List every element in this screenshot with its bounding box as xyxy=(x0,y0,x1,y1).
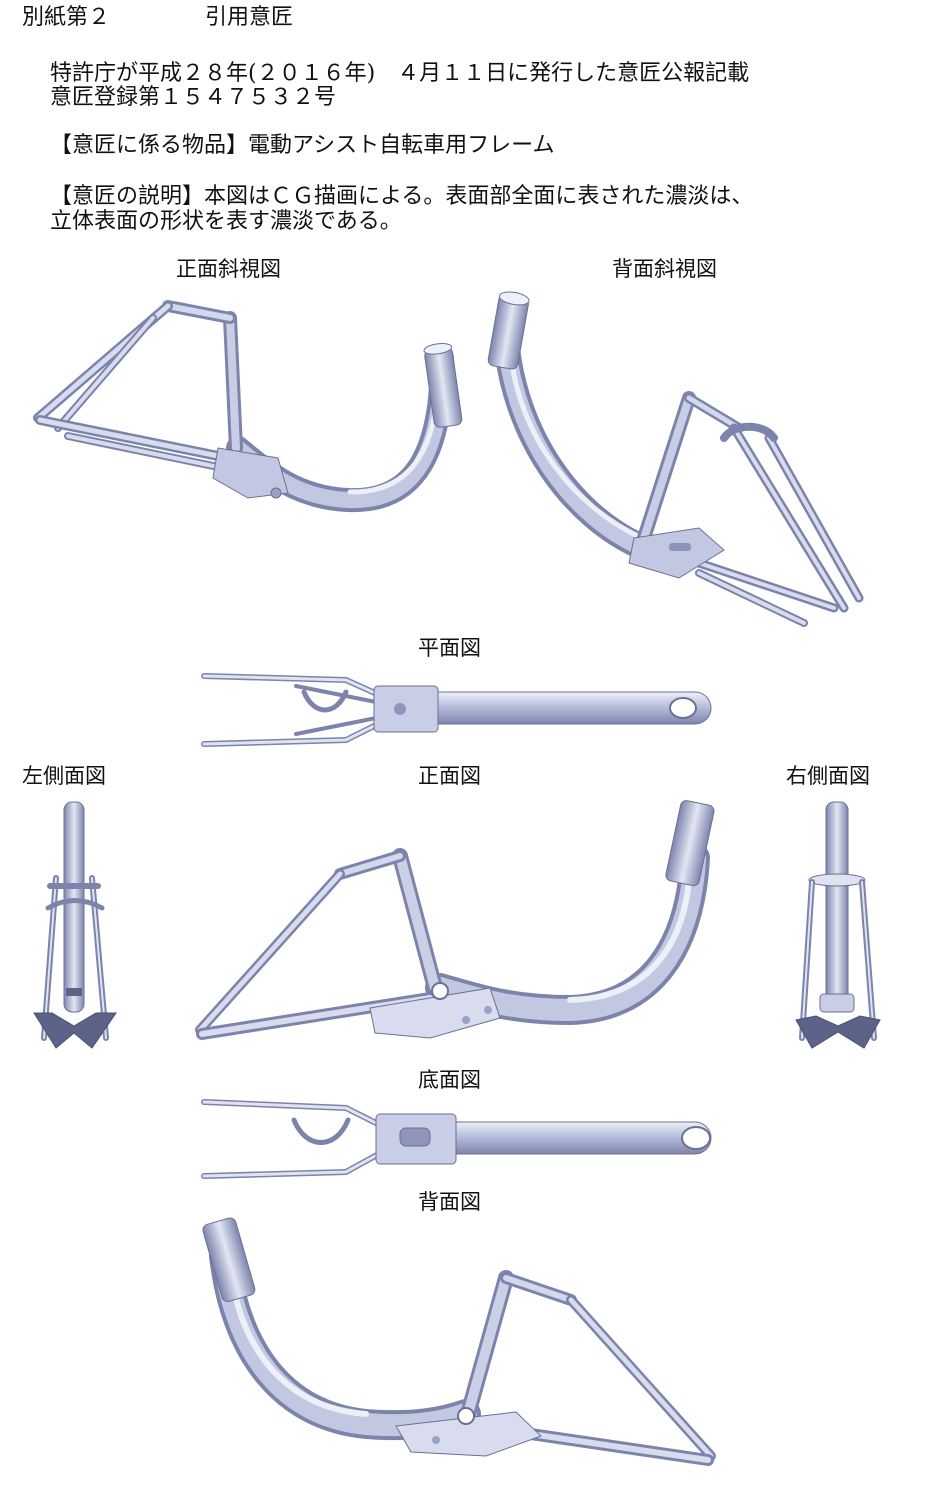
attachment-label: 別紙第２ xyxy=(22,5,111,30)
description-line-2: 立体表面の形状を表す濃淡である。 xyxy=(50,209,402,234)
label-right-side: 右側面図 xyxy=(786,764,870,788)
label-rear: 背面図 xyxy=(418,1190,481,1214)
label-front: 正面図 xyxy=(418,764,481,788)
label-front-perspective: 正面斜視図 xyxy=(176,257,281,281)
publication-line-1: 特許庁が平成２８年(２０１６年) ４月１１日に発行した意匠公報記載 xyxy=(50,61,750,86)
right-side-view-figure xyxy=(790,798,888,1056)
article-text: 【意匠に係る物品】電動アシスト自転車用フレーム xyxy=(50,133,555,158)
bottom-view-figure xyxy=(196,1094,721,1186)
description-line-1: 【意匠の説明】本図はＣＧ描画による。表面部全面に表された濃淡は、 xyxy=(50,184,754,209)
label-left-side: 左側面図 xyxy=(22,764,106,788)
document-title: 引用意匠 xyxy=(205,5,294,30)
label-rear-perspective: 背面斜視図 xyxy=(612,257,717,281)
label-bottom: 底面図 xyxy=(418,1068,481,1092)
left-side-view-figure xyxy=(26,798,124,1056)
plan-view-figure xyxy=(196,664,721,756)
rear-perspective-figure xyxy=(484,288,874,638)
front-view-figure xyxy=(190,798,720,1058)
publication-line-2: 意匠登録第１５４７５３２号 xyxy=(50,85,337,110)
label-plan: 平面図 xyxy=(418,636,481,660)
front-perspective-figure xyxy=(18,288,463,528)
rear-view-figure xyxy=(196,1216,721,1480)
